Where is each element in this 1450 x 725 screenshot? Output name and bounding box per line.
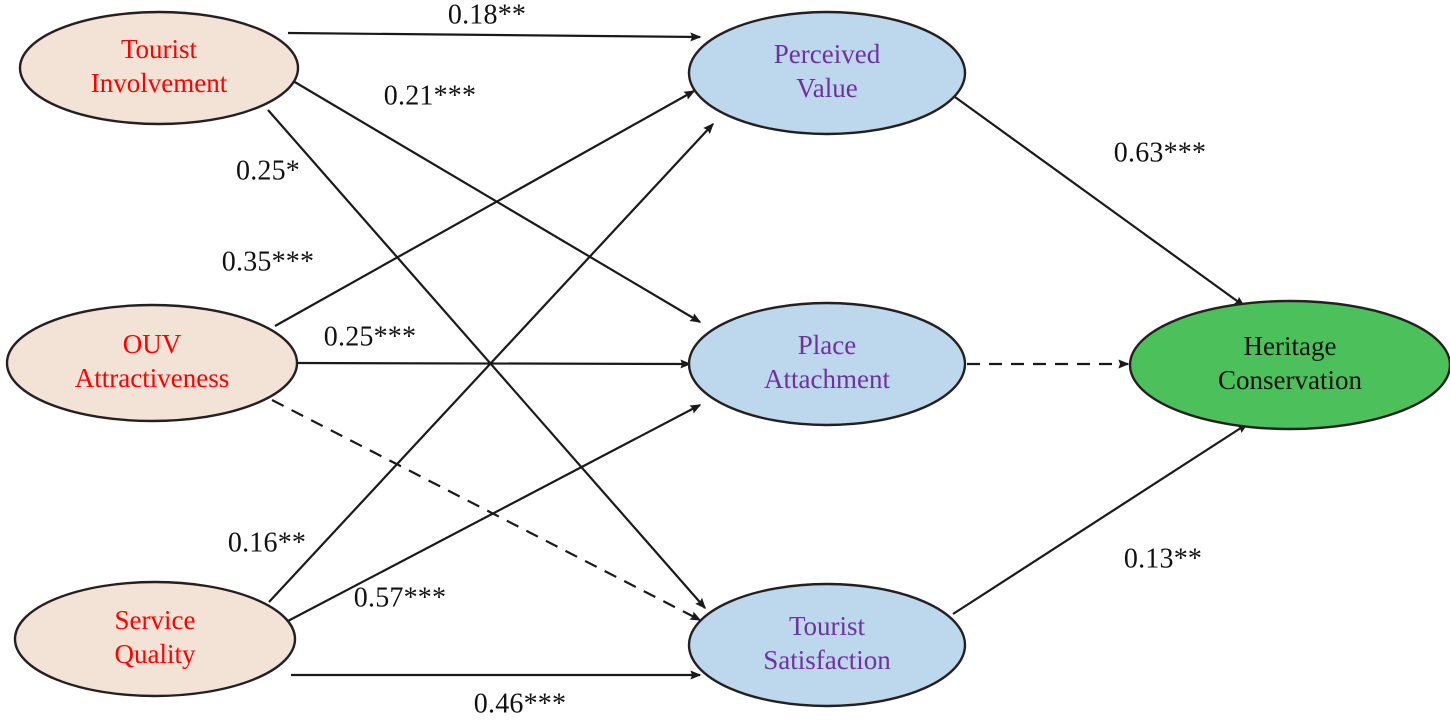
node-ellipse-tourist_satisfaction xyxy=(687,582,967,708)
node-ellipse-ouv_attractiveness xyxy=(5,303,299,423)
node-ellipses-layer: TouristInvolvementOUVAttractivenessServi… xyxy=(5,10,1450,708)
path-arrow-ouv_ts xyxy=(271,399,702,621)
path-coefficient-ti_pv: 0.18** xyxy=(448,0,526,30)
node-ellipse-perceived_value xyxy=(687,10,967,136)
path-coefficient-ti_ts: 0.25* xyxy=(236,155,300,186)
node-ellipse-heritage_conservation xyxy=(1128,299,1450,431)
path-coefficient-sq_pv: 0.16** xyxy=(228,527,306,558)
node-label-tourist_satisfaction-line2: Satisfaction xyxy=(763,645,891,675)
node-label-ouv_attractiveness-line1: OUV xyxy=(123,329,182,359)
path-coefficient-ti_pa: 0.21*** xyxy=(384,80,476,111)
path-arrow-ouv_pa xyxy=(296,359,692,369)
path-arrow-ti_pa xyxy=(287,77,702,323)
path-arrow-ti_pv xyxy=(287,31,702,42)
path-arrow-pv_hc xyxy=(954,96,1246,307)
node-label-tourist_satisfaction-line1: Tourist xyxy=(789,611,866,641)
node-label-perceived_value-line2: Value xyxy=(796,73,857,103)
path-lines-layer xyxy=(267,31,1249,680)
path-arrow-ts_hc xyxy=(952,423,1249,615)
path-arrow-sq_pa xyxy=(285,404,702,623)
path-coefficient-pv_hc: 0.63*** xyxy=(1114,137,1206,168)
path-coefficient-sq_pa: 0.57*** xyxy=(354,582,446,613)
path-coefficient-ts_hc: 0.13** xyxy=(1124,543,1202,574)
node-ellipse-tourist_involvement xyxy=(18,10,300,126)
node-label-tourist_involvement-line2: Involvement xyxy=(91,68,228,98)
path-arrow-ouv_pv xyxy=(274,90,696,327)
node-label-heritage_conservation-line1: Heritage xyxy=(1244,331,1337,361)
node-label-ouv_attractiveness-line2: Attractiveness xyxy=(75,363,229,393)
node-label-tourist_involvement-line1: Tourist xyxy=(121,34,198,64)
path-arrow-sq_pv xyxy=(268,122,714,603)
node-label-perceived_value-line1: Perceived xyxy=(774,39,881,69)
path-labels-layer: 0.18** 0.21*** 0.25* 0.35*** 0.25*** 0.16** 0.… xyxy=(222,0,1206,719)
node-ellipse-service_quality xyxy=(13,580,297,698)
path-coefficient-ouv_pa: 0.25*** xyxy=(324,321,416,352)
node-label-service_quality-line2: Quality xyxy=(115,639,196,669)
node-label-place_attachment-line1: Place xyxy=(798,330,856,360)
node-ouv_attractiveness[interactable]: OUV Attractiveness xyxy=(5,303,299,423)
path-coefficient-ouv_pv: 0.35*** xyxy=(222,246,314,277)
node-ellipse-place_attachment xyxy=(687,301,967,427)
path-coefficient-sq_ts: 0.46*** xyxy=(474,688,566,719)
node-label-place_attachment-line2: Attachment xyxy=(764,364,890,394)
path-arrow-ti_ts xyxy=(267,109,706,610)
node-label-heritage_conservation-line2: Conservation xyxy=(1218,365,1362,395)
node-label-service_quality-line1: Service xyxy=(115,605,196,635)
